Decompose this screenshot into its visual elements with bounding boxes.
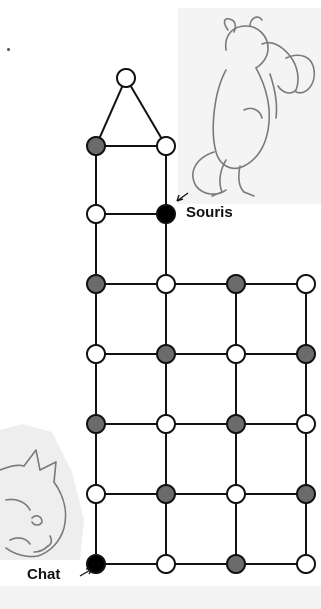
shaded-node [227, 555, 245, 573]
bottom-paper-strip [0, 586, 321, 609]
margin-speck [7, 48, 10, 51]
graph-edge [126, 78, 166, 146]
shaded-node [87, 415, 105, 433]
graph-edge [96, 78, 126, 146]
shaded-node [157, 485, 175, 503]
mouse-label: Souris [186, 204, 233, 221]
shaded-node [297, 485, 315, 503]
empty-node [227, 485, 245, 503]
shaded-node [227, 415, 245, 433]
empty-node [87, 205, 105, 223]
empty-node [157, 137, 175, 155]
mouse-paper-cutout [178, 8, 321, 204]
shaded-node [87, 275, 105, 293]
shaded-node [297, 345, 315, 363]
mouse-start-node [157, 205, 175, 223]
empty-node [227, 345, 245, 363]
cat-start-node [87, 555, 105, 573]
shaded-node [87, 137, 105, 155]
empty-node [157, 555, 175, 573]
empty-node [87, 345, 105, 363]
shaded-node [157, 345, 175, 363]
empty-node [297, 415, 315, 433]
empty-node [157, 275, 175, 293]
empty-node [297, 275, 315, 293]
shaded-node [227, 275, 245, 293]
cat-label: Chat [27, 566, 60, 583]
empty-node [157, 415, 175, 433]
empty-node [87, 485, 105, 503]
empty-node [117, 69, 135, 87]
empty-node [297, 555, 315, 573]
